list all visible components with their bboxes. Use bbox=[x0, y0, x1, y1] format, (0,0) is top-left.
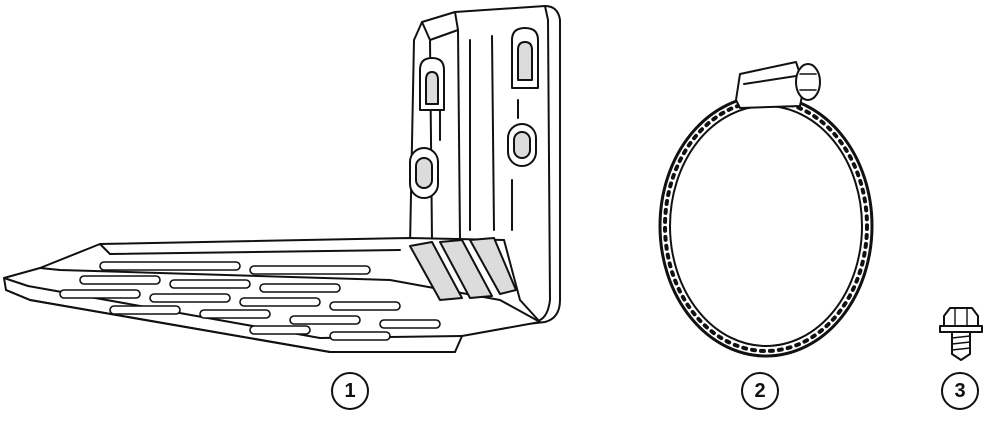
callout-2: 2 bbox=[741, 372, 779, 410]
clamp-band-perforations bbox=[663, 99, 869, 353]
mounting-bracket bbox=[3, 5, 561, 353]
keyhole-slot-right bbox=[511, 27, 539, 89]
bracket-plate-edge bbox=[539, 5, 551, 321]
clamp-band-inner bbox=[669, 105, 863, 347]
screw-head-facets bbox=[954, 307, 968, 327]
tray-gussets bbox=[409, 237, 517, 301]
screw-head bbox=[943, 307, 979, 327]
tray-vent-slots bbox=[59, 261, 441, 341]
callout-3: 3 bbox=[941, 372, 979, 410]
keyhole-slot-left bbox=[419, 57, 445, 111]
screw-threads bbox=[951, 335, 971, 351]
clamp-band-outer bbox=[658, 94, 874, 358]
callout-1: 1 bbox=[331, 372, 369, 410]
oval-slot-right bbox=[507, 123, 537, 167]
hose-clamp bbox=[658, 61, 874, 358]
screw bbox=[939, 307, 983, 361]
tray-inner-edge bbox=[39, 243, 541, 323]
plate-ribs bbox=[439, 35, 519, 231]
oval-slot-left bbox=[409, 147, 439, 199]
clamp-screw-housing bbox=[735, 61, 821, 109]
screw-washer bbox=[939, 325, 983, 333]
